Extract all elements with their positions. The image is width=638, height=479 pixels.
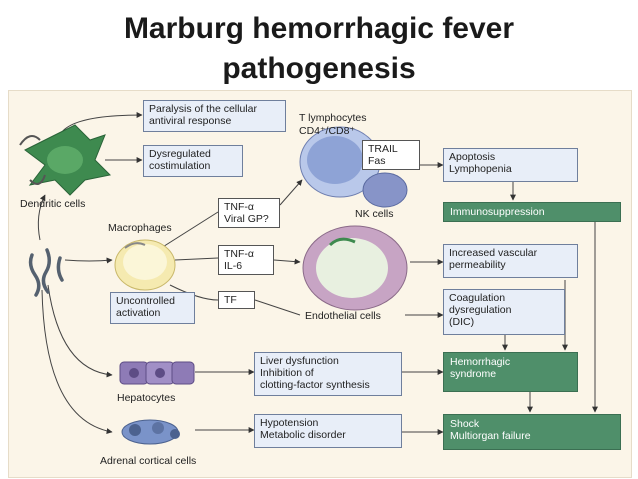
box-dysregulated-line-2: costimulation — [149, 160, 211, 172]
box-immunosuppression: Immunosuppression — [443, 202, 621, 222]
box-trail-line-2: Fas — [368, 155, 386, 167]
box-paralysis: Paralysis of the cellular antiviral resp… — [143, 100, 286, 132]
box-coag-line-2: dysregulation — [449, 304, 512, 316]
line-macrophage-tf — [169, 284, 219, 301]
box-apoptosis: Apoptosis Lymphopenia — [443, 148, 578, 182]
box-hypotension-line-1: Hypotension — [260, 417, 319, 429]
endothelial-cell-illustration — [302, 225, 408, 311]
box-hemorrhagic-syndrome: Hemorrhagic syndrome — [443, 352, 578, 392]
box-tnf-viral-line-2: Viral GP? — [224, 213, 269, 225]
box-tnf-il6-line-1: TNF-α — [224, 248, 254, 260]
box-shock-line-1: Shock — [450, 418, 480, 430]
box-apoptosis-line-2: Lymphopenia — [449, 163, 512, 175]
label-macrophages: Macrophages — [108, 222, 172, 234]
virus-illustration — [28, 248, 64, 297]
dendritic-cell-illustration — [19, 124, 112, 196]
label-endothelial-cells: Endothelial cells — [305, 310, 381, 322]
box-apoptosis-line-1: Apoptosis — [449, 151, 496, 163]
box-immuno-line-1: Immunosuppression — [450, 206, 545, 218]
box-tnf-il6-line-2: IL-6 — [224, 260, 243, 272]
t-lymphocyte-illustration — [299, 126, 381, 198]
box-hypotension: Hypotension Metabolic disorder — [254, 414, 402, 448]
box-liver-dysfunction: Liver dysfunction Inhibition of clotting… — [254, 352, 402, 396]
box-tnf-il6: TNF-α IL-6 — [218, 245, 274, 275]
box-trail-line-1: TRAIL — [368, 143, 398, 155]
box-shock-line-2: Multiorgan failure — [450, 430, 531, 442]
arrow-virus-dendritic — [37, 194, 46, 241]
box-liver-line-1: Liver dysfunction — [260, 355, 339, 367]
label-adrenal-cells: Adrenal cortical cells — [100, 455, 197, 467]
label-t-lymphocytes: T lymphocytes — [299, 112, 367, 124]
slide-title-2: pathogenesis — [0, 52, 638, 86]
arrow-virus-adrenal — [41, 289, 113, 434]
arrow-tnfil6-endothelial — [273, 258, 301, 265]
box-hemorrhagic-line-1: Hemorrhagic — [450, 356, 511, 368]
box-tnf-viral-gp: TNF-α Viral GP? — [218, 198, 280, 228]
box-tf-line-1: TF — [224, 294, 237, 306]
arrow-virus-hepatocytes — [47, 284, 113, 378]
nk-cell-illustration — [362, 172, 408, 208]
label-hepatocytes: Hepatocytes — [117, 392, 176, 404]
hepatocytes-illustration — [119, 361, 195, 385]
macrophage-illustration — [114, 239, 176, 291]
box-paralysis-line-1: Paralysis of the cellular — [149, 103, 257, 115]
label-dendritic-cells: Dendritic cells — [20, 198, 86, 210]
adrenal-cells-illustration — [121, 419, 180, 445]
box-hypotension-line-2: Metabolic disorder — [260, 429, 346, 441]
box-tnf-viral-line-1: TNF-α — [224, 201, 254, 213]
label-cd4-cd8: CD4⁺/CD8⁺ — [299, 125, 356, 137]
box-dysregulated-line-1: Dysregulated — [149, 148, 211, 160]
box-uncontrolled-line-1: Uncontrolled — [116, 295, 175, 307]
box-uncontrolled-activation: Uncontrolled activation — [110, 292, 195, 324]
line-macrophage-tnf-il6 — [174, 257, 219, 261]
box-vascular-permeability: Increased vascular permeability — [443, 244, 578, 278]
box-coag-line-3: (DIC) — [449, 316, 475, 328]
arrow-tnfviral-tcells — [279, 179, 303, 206]
arrow-virus-macrophage — [64, 257, 113, 264]
title-line-1: Marburg hemorrhagic fever — [123, 12, 515, 45]
box-liver-line-3: clotting-factor synthesis — [260, 379, 370, 391]
box-shock: Shock Multiorgan failure — [443, 414, 621, 450]
box-vascular-line-2: permeability — [449, 259, 506, 271]
box-liver-line-2: Inhibition of — [260, 367, 314, 379]
box-trail-fas: TRAIL Fas — [362, 140, 420, 170]
box-tf: TF — [218, 291, 255, 309]
box-coagulation: Coagulation dysregulation (DIC) — [443, 289, 565, 335]
box-dysregulated: Dysregulated costimulation — [143, 145, 243, 177]
label-nk-cells: NK cells — [355, 208, 394, 220]
box-vascular-line-1: Increased vascular — [449, 247, 538, 259]
slide-title: Marburg hemorrhagic fever — [0, 12, 638, 46]
title-line-2: pathogenesis — [222, 52, 416, 85]
box-coag-line-1: Coagulation — [449, 292, 506, 304]
box-uncontrolled-line-2: activation — [116, 307, 161, 319]
arrow-tf-endothelial — [254, 299, 301, 316]
box-hemorrhagic-line-2: syndrome — [450, 368, 497, 380]
box-paralysis-line-2: antiviral response — [149, 115, 232, 127]
